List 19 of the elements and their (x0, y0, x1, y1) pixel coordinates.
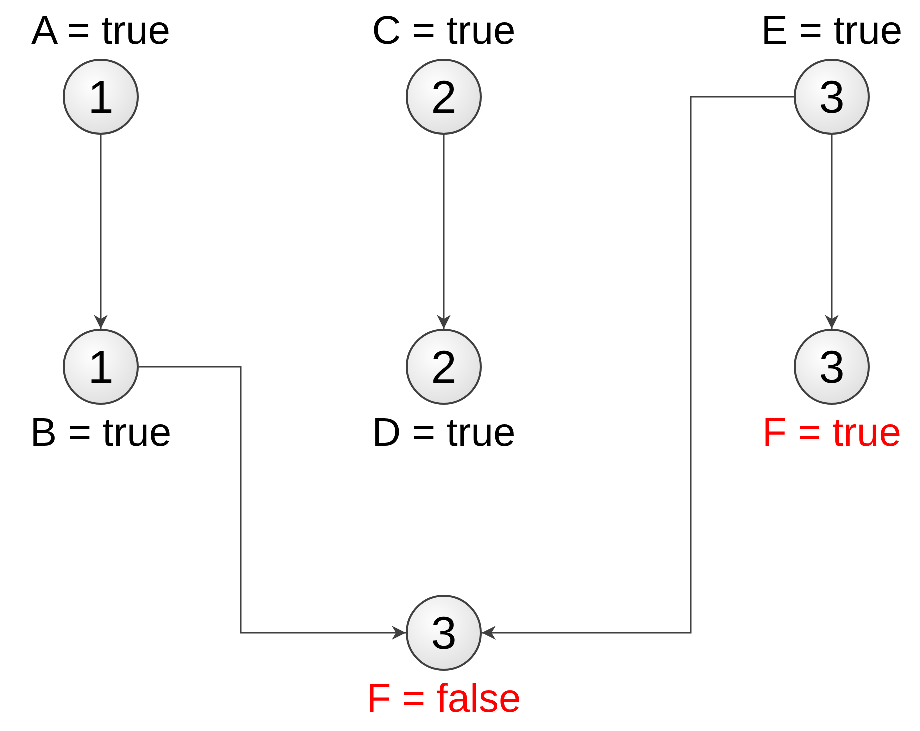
arrow (437, 135, 451, 329)
node-number: 2 (431, 74, 457, 120)
state-label: B = true (30, 413, 172, 453)
arrow (139, 366, 406, 640)
node-number: 1 (88, 344, 114, 390)
state-label: F = false (366, 679, 522, 719)
state-label: D = true (372, 413, 516, 453)
node-number: 3 (819, 344, 845, 390)
node-number: 3 (819, 74, 845, 120)
node-number: 2 (431, 344, 457, 390)
arrow (482, 96, 794, 640)
node-number: 3 (431, 610, 457, 656)
state-label: E = true (761, 11, 903, 51)
state-label: C = true (372, 11, 516, 51)
state-label: F = true (762, 413, 902, 453)
arrow (94, 135, 108, 329)
node-number: 1 (88, 74, 114, 120)
arrow (825, 135, 839, 329)
state-label: A = true (32, 11, 170, 51)
